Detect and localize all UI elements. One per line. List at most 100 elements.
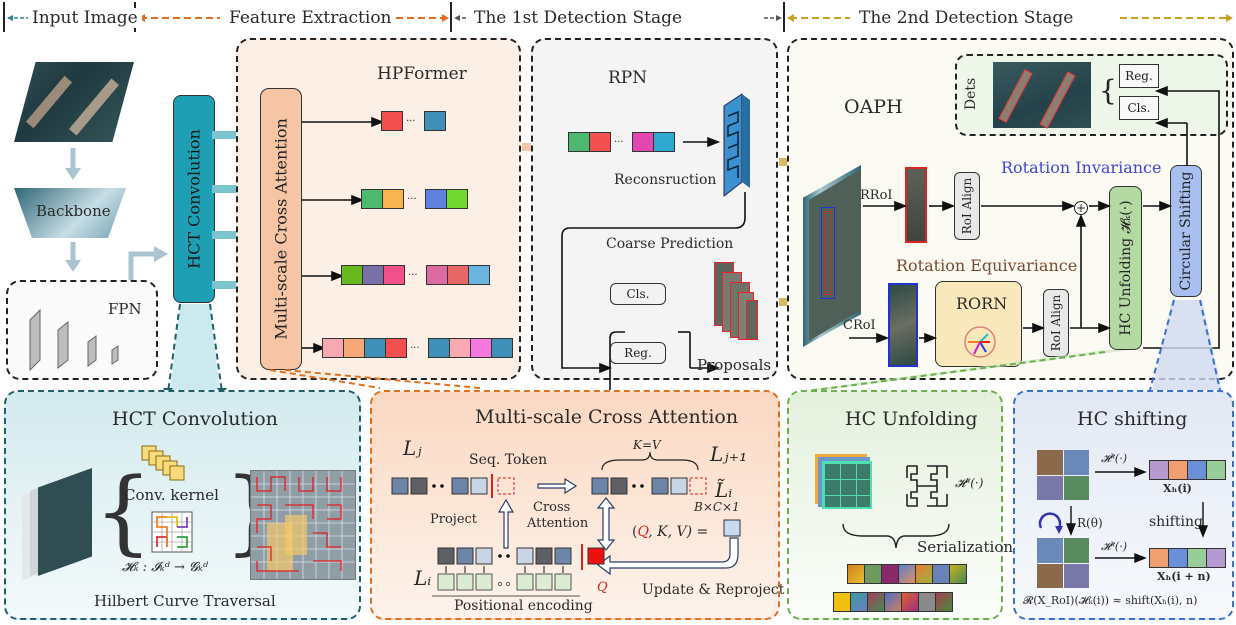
q-label: Q [597,580,608,595]
hpformer-token [361,189,383,209]
hpformer-token [362,265,384,285]
hk-top-label: 𝓗ᵏ(·) [1101,452,1128,465]
stage-second-detection: The 2nd Detection Stage [855,8,1078,28]
hct-detail-panel: HCT Convolution { Conv. kernel 𝓗ₖ : 𝓘ₖᵈ … [4,390,361,620]
rotation-orientation-icon [964,326,996,358]
arrow-backbone-to-fpn [65,242,81,272]
hct-detail-title: HCT Convolution [112,408,278,430]
shift-token [1187,461,1206,479]
shift-token [1187,549,1206,567]
conv-kernel-label: Conv. kernel [124,486,219,504]
hpformer-token [385,338,407,358]
mca-detail-title: Multi-scale Cross Attention [475,406,739,428]
rpn-reg-box[interactable]: Reg. [610,342,666,364]
rpn-reg-label: Reg. [624,346,652,360]
hct-convolution-bar-label: HCT Convolution [184,129,204,269]
oaph-arrows [849,85,1220,349]
hc-unfolding-bar[interactable]: HC Unfolding 𝓗ₖ(·) [1109,186,1142,350]
bottom-connectors [163,299,1222,396]
reconstruction-feature-map-icon [723,93,750,198]
hpformer-arrows [302,116,385,354]
proposals-image-stack [714,262,764,342]
hc-shifting-title: HC shifting [1077,408,1188,430]
hct-left-brace: { [94,458,153,565]
arrow-fpn-to-hct [128,246,168,280]
rpn-arrows [561,136,746,398]
rpn-title: RPN [608,68,648,88]
mca-bar[interactable]: Multi-scale Cross Attention [260,88,302,370]
serialized-tokens-bottom [833,592,953,612]
stage-first-detection: The 1st Detection Stage [470,8,687,28]
dets-cls-box[interactable]: Cls. [1119,96,1159,120]
rorn-label: RORN [956,294,1008,313]
dets-image [993,62,1091,129]
shifted-tokens-bottom [1149,548,1226,568]
xh-i-label: Xₕ(i) [1163,482,1192,495]
dets-reg-label: Reg. [1125,69,1153,83]
feature-cube-image [815,454,875,512]
fpn-label: FPN [108,300,142,318]
shift-token [1168,461,1187,479]
rotate-clockwise-icon [1038,512,1062,529]
hpformer-token [382,189,404,209]
fpn-layers-icon [29,308,119,372]
hpformer-ellipsis: ... [410,340,420,351]
rorn-box[interactable]: RORN [935,281,1022,367]
sum-node: + [1074,201,1088,215]
hc-unfolding-hk-label: 𝓗ᵏ(·) [955,476,984,490]
shifting-label: shifting [1149,514,1203,530]
hpformer-token [341,265,363,285]
stage-input-image: Input Image [28,8,142,28]
hc-unfolding-detail-panel: HC Unfolding 𝓗ᵏ(·) Serialization [787,390,1013,620]
hpformer-token [468,265,490,285]
serialized-tokens-top [847,564,967,584]
hpformer-token [446,189,468,209]
hpformer-token [491,338,513,358]
hpformer-token [447,265,469,285]
shift-token [1150,549,1168,567]
shift-token [1206,549,1225,567]
hct-detail-footer: Hilbert Curve Traversal [94,592,276,610]
shift-token [1150,461,1168,479]
rpn-ellipsis: ... [614,134,624,145]
backbone-label: Backbone [36,202,111,220]
hpformer-token [424,111,446,131]
roi-feature-map-stack [803,165,863,350]
dets-reg-box[interactable]: Reg. [1119,64,1159,88]
croi-patch-image [888,283,918,367]
dets-brace: { [1099,74,1117,107]
hc-shifting-arrows [1038,466,1209,564]
roi-align-bottom[interactable]: RoI Align [1043,289,1069,357]
hct-formula: 𝓗ₖ : 𝓘ₖᵈ → 𝓖ₖᵈ [122,560,209,575]
shift-token [1168,549,1187,567]
rpn-token [589,132,611,152]
croi-label: CRoI [843,318,876,333]
update-reproject-label: Update & Reproject [642,582,785,598]
qkv-q: Q [637,524,649,540]
dets-panel: Dets { Reg. Cls. [955,54,1228,136]
hk-bottom-label: 𝓗ᵏ(·) [1101,540,1128,553]
shift-equation: 𝓡(X_RoI)(𝓗ₖ(i)) ≈ shift(Xₕ(i), n) [1023,594,1198,607]
project-label: Project [430,512,478,527]
seq-token-label: Seq. Token [469,452,548,468]
hpformer-token [383,265,405,285]
shifted-tokens-top [1149,460,1226,480]
rotation-label: R(θ) [1077,516,1103,530]
bc1-label: B×C×1 [694,500,740,514]
reconstruction-label: Reconsruction [614,172,717,188]
rpn-cls-label: Cls. [626,287,650,301]
stage-feature-extraction: Feature Extraction [225,8,396,28]
hilbert-curve-icon [151,511,193,553]
dets-cls-label: Cls. [1127,101,1151,115]
rotation-target-patches [1037,538,1089,588]
sum-symbol: + [1075,201,1087,215]
li-tilde-label: L̃ᵢ [715,478,733,502]
shift-token [1206,461,1225,479]
circular-shifting-bar[interactable]: Circular Shifting [1170,165,1202,297]
serialization-brace [842,523,950,549]
hct-convolution-bar[interactable]: HCT Convolution [173,95,215,303]
rpn-token [653,132,675,152]
lj-label: Lⱼ [403,436,422,460]
rpn-cls-box[interactable]: Cls. [610,283,666,305]
cross-attention-label-2: Attention [527,516,589,531]
